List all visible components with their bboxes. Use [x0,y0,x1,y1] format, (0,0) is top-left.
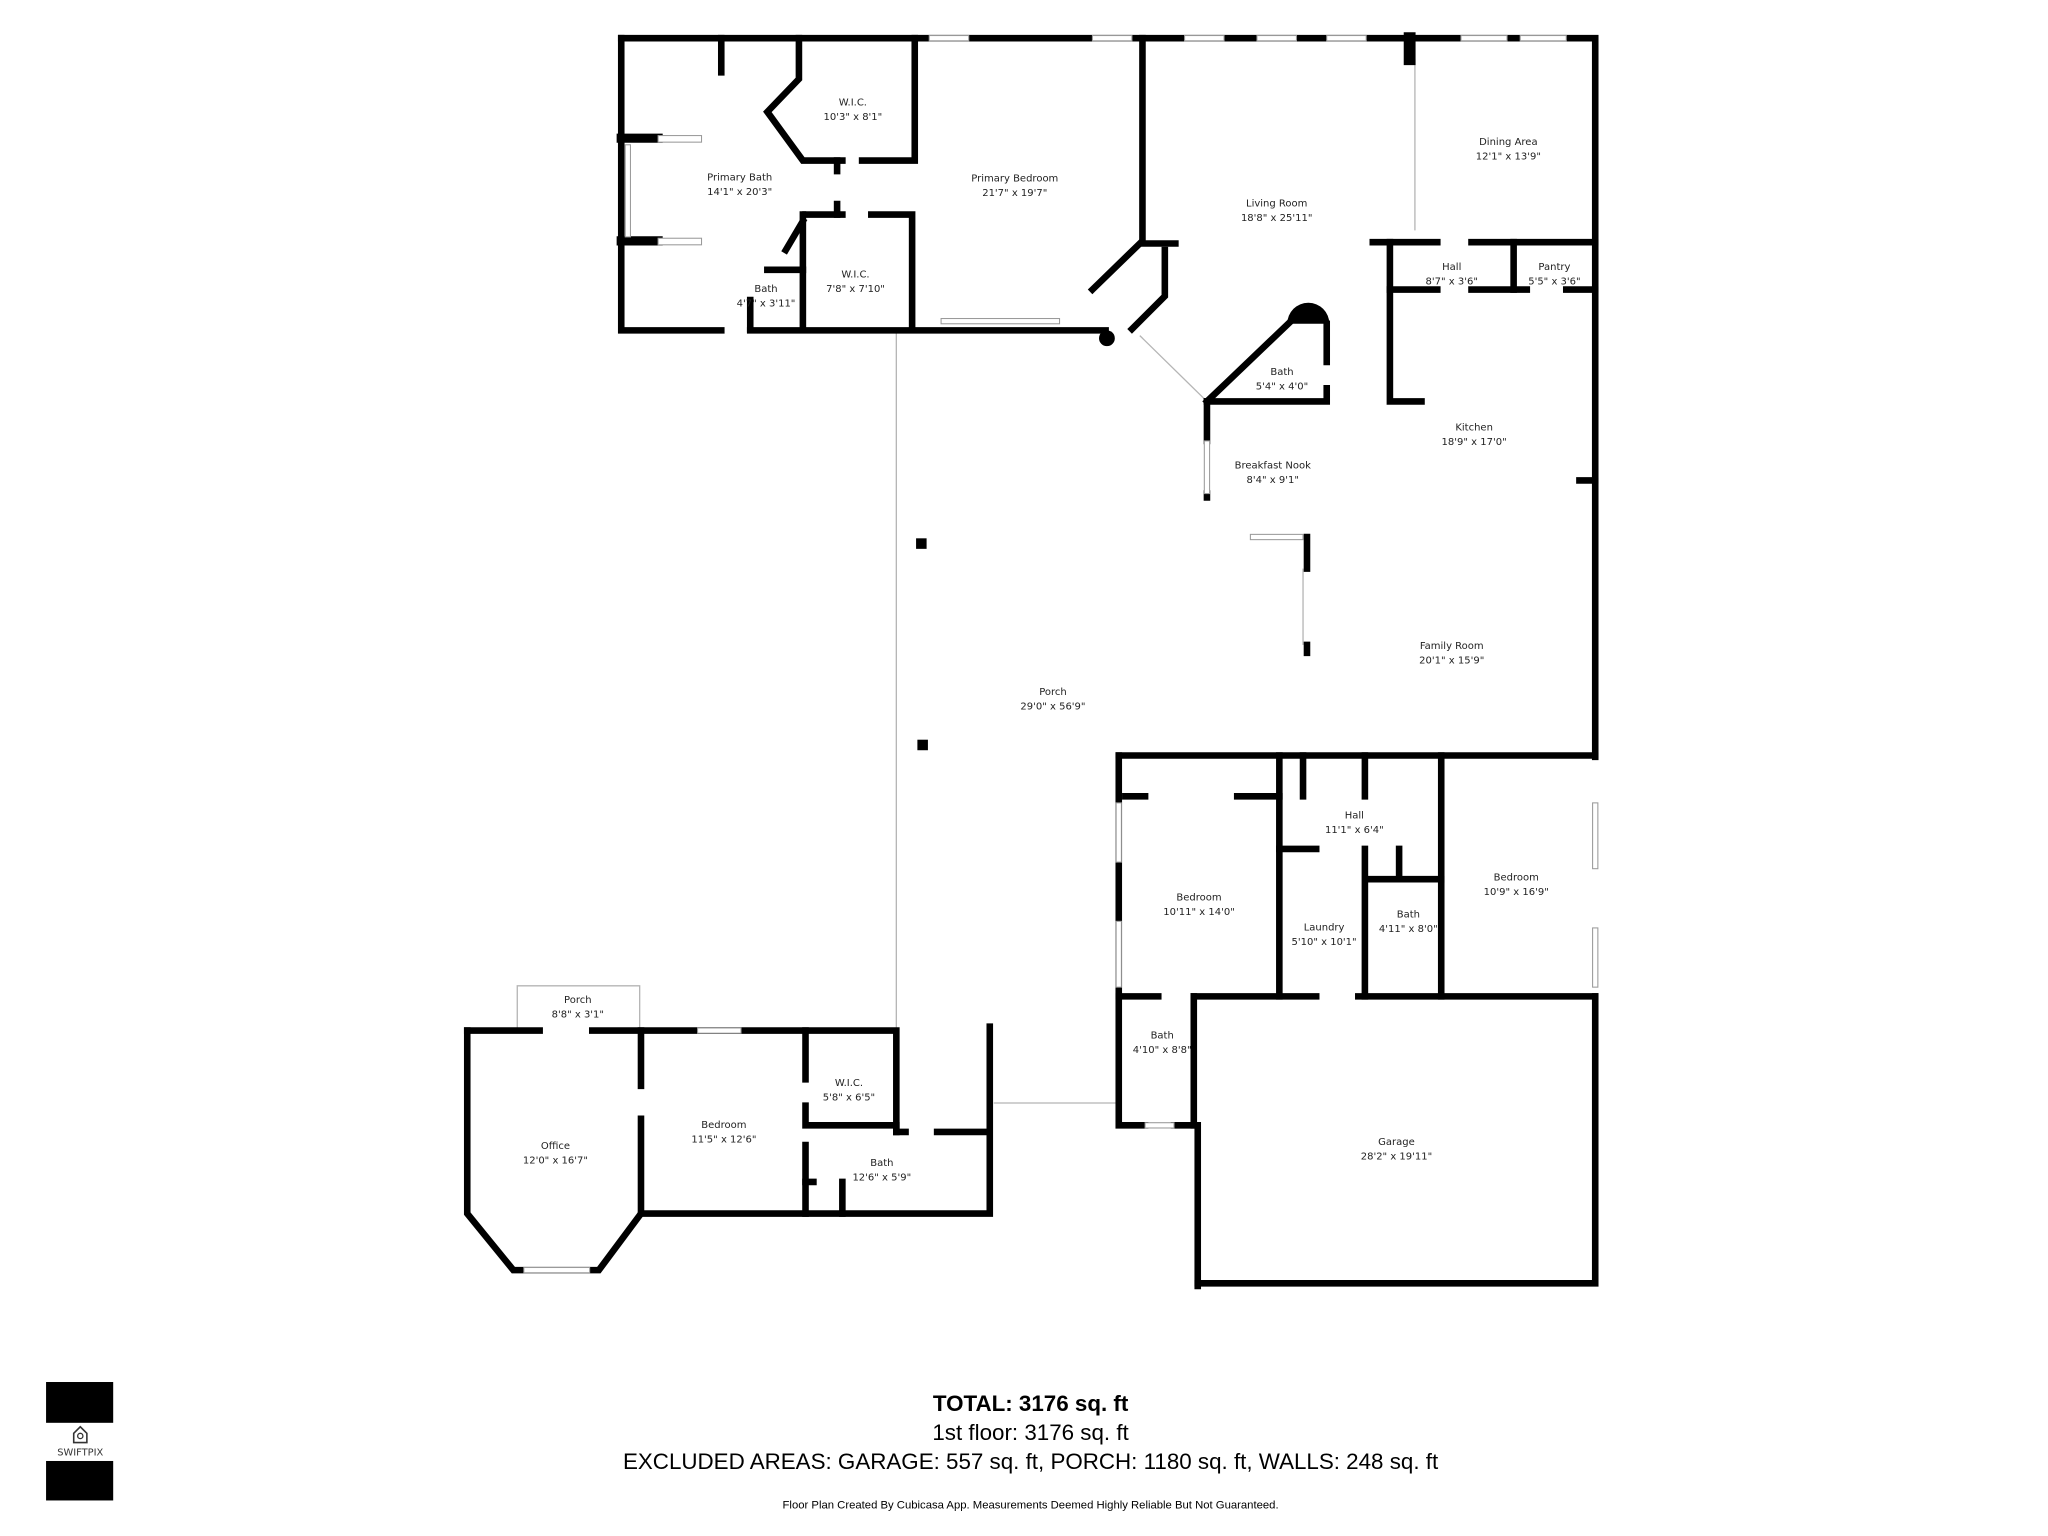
svg-text:12'1" x 13'9": 12'1" x 13'9" [1476,151,1541,162]
room-label: Laundry 5'10" x 10'1" [1292,923,1357,948]
svg-text:Office: Office [541,1141,570,1152]
room-label: Porch 8'8" x 3'1" [552,995,604,1020]
svg-text:Primary Bath: Primary Bath [707,172,772,183]
svg-text:Kitchen: Kitchen [1455,422,1493,433]
room-label: Hall 11'1" x 6'4" [1325,811,1384,836]
room-label: Family Room 20'1" x 15'9" [1419,641,1484,666]
svg-text:Pantry: Pantry [1538,262,1570,273]
room-label: Bedroom 10'11" x 14'0" [1163,892,1235,917]
room-label: Bath 4'7" x 3'11" [737,284,796,309]
svg-text:12'6" x 5'9": 12'6" x 5'9" [852,1173,911,1184]
svg-text:Hall: Hall [1442,262,1461,273]
room-label: Kitchen 18'9" x 17'0" [1442,422,1507,447]
area-summary: TOTAL: 3176 sq. ft 1st floor: 3176 sq. f… [623,1391,1439,1511]
room-label: Pantry 5'5" x 3'6" [1528,262,1580,287]
svg-text:Bath: Bath [1151,1030,1174,1041]
svg-text:4'11" x 8'0": 4'11" x 8'0" [1379,924,1438,935]
svg-text:Primary Bedroom: Primary Bedroom [971,174,1058,185]
svg-text:Bath: Bath [870,1158,893,1169]
house-camera-icon [72,1425,88,1444]
svg-text:Porch: Porch [564,995,592,1006]
svg-text:5'8" x 6'5": 5'8" x 6'5" [823,1092,875,1103]
walls [463,32,1599,1290]
room-label: Bath 5'4" x 4'0" [1256,367,1308,392]
svg-text:10'3" x 8'1": 10'3" x 8'1" [823,112,882,123]
total-area: TOTAL: 3176 sq. ft [933,1391,1129,1416]
svg-text:20'1" x 15'9": 20'1" x 15'9" [1419,655,1484,666]
svg-text:Family Room: Family Room [1420,641,1484,652]
svg-text:18'9" x 17'0": 18'9" x 17'0" [1442,437,1507,448]
svg-text:Bath: Bath [754,284,777,295]
windows [523,35,1599,1274]
room-label: W.I.C. 10'3" x 8'1" [823,97,882,122]
svg-text:18'8" x 25'11": 18'8" x 25'11" [1241,213,1313,224]
room-label: Office 12'0" x 16'7" [523,1141,588,1166]
logo-text: SWIFTPIX [57,1448,103,1459]
svg-text:11'1" x 6'4": 11'1" x 6'4" [1325,825,1384,836]
svg-text:Bedroom: Bedroom [701,1120,746,1131]
svg-text:8'4" x 9'1": 8'4" x 9'1" [1247,475,1299,486]
svg-text:14'1" x 20'3": 14'1" x 20'3" [707,187,772,198]
room-label: Garage 28'2" x 19'11" [1361,1137,1433,1162]
svg-text:Porch: Porch [1039,687,1067,698]
svg-text:5'10" x 10'1": 5'10" x 10'1" [1292,937,1357,948]
svg-text:Hall: Hall [1345,811,1364,822]
svg-text:Living Room: Living Room [1246,199,1307,210]
room-label: Bedroom 10'9" x 16'9" [1484,873,1549,898]
svg-text:W.I.C.: W.I.C. [841,270,869,281]
room-label: Breakfast Nook 8'4" x 9'1" [1235,461,1311,486]
svg-text:Laundry: Laundry [1304,923,1345,934]
svg-text:7'8" x 7'10": 7'8" x 7'10" [826,284,885,295]
excluded-areas: EXCLUDED AREAS: GARAGE: 557 sq. ft, PORC… [623,1449,1439,1474]
swiftpix-logo: SWIFTPIX [46,1382,114,1501]
svg-text:11'5" x 12'6": 11'5" x 12'6" [691,1134,756,1145]
svg-text:Breakfast Nook: Breakfast Nook [1235,461,1311,472]
room-label: Bedroom 11'5" x 12'6" [691,1120,756,1145]
room-label: Bath 12'6" x 5'9" [852,1158,911,1183]
svg-text:Bath: Bath [1270,367,1293,378]
room-label: Porch 29'0" x 56'9" [1020,687,1085,712]
svg-text:W.I.C.: W.I.C. [839,97,867,108]
svg-text:8'7" x 3'6": 8'7" x 3'6" [1426,276,1478,287]
svg-text:W.I.C.: W.I.C. [835,1078,863,1089]
svg-text:Bedroom: Bedroom [1494,873,1539,884]
room-label: Bath 4'11" x 8'0" [1379,909,1438,934]
room-label: Bath 4'10" x 8'8" [1133,1030,1192,1055]
room-label: W.I.C. 7'8" x 7'10" [826,270,885,295]
svg-text:4'7" x 3'11": 4'7" x 3'11" [737,299,796,310]
svg-text:29'0" x 56'9": 29'0" x 56'9" [1020,701,1085,712]
svg-text:10'11" x 14'0": 10'11" x 14'0" [1163,907,1235,918]
svg-text:8'8" x 3'1": 8'8" x 3'1" [552,1009,604,1020]
svg-text:21'7" x 19'7": 21'7" x 19'7" [982,188,1047,199]
svg-text:12'0" x 16'7": 12'0" x 16'7" [523,1156,588,1167]
svg-text:4'10" x 8'8": 4'10" x 8'8" [1133,1045,1192,1056]
room-label: Dining Area 12'1" x 13'9" [1476,137,1541,162]
room-label: Primary Bedroom 21'7" x 19'7" [971,174,1058,199]
svg-text:5'5" x 3'6": 5'5" x 3'6" [1528,276,1580,287]
room-label: W.I.C. 5'8" x 6'5" [823,1078,875,1103]
svg-text:10'9" x 16'9": 10'9" x 16'9" [1484,887,1549,898]
svg-text:Dining Area: Dining Area [1479,137,1537,148]
floor-area: 1st floor: 3176 sq. ft [932,1420,1129,1445]
room-label: Living Room 18'8" x 25'11" [1241,199,1313,224]
svg-text:Bedroom: Bedroom [1176,892,1221,903]
svg-text:28'2" x 19'11": 28'2" x 19'11" [1361,1152,1433,1163]
svg-text:Bath: Bath [1397,909,1420,920]
room-labels: W.I.C. 10'3" x 8'1" Primary Bath 14'1" x 2… [523,97,1581,1183]
room-label: Hall 8'7" x 3'6" [1426,262,1478,287]
porch-column [917,739,928,751]
disclaimer: Floor Plan Created By Cubicasa App. Meas… [783,1499,1279,1511]
svg-text:5'4" x 4'0": 5'4" x 4'0" [1256,382,1308,393]
porch-column [916,538,927,549]
porch-outline [516,59,1416,1104]
svg-text:Garage: Garage [1378,1137,1415,1148]
room-label: Primary Bath 14'1" x 20'3" [707,172,772,197]
